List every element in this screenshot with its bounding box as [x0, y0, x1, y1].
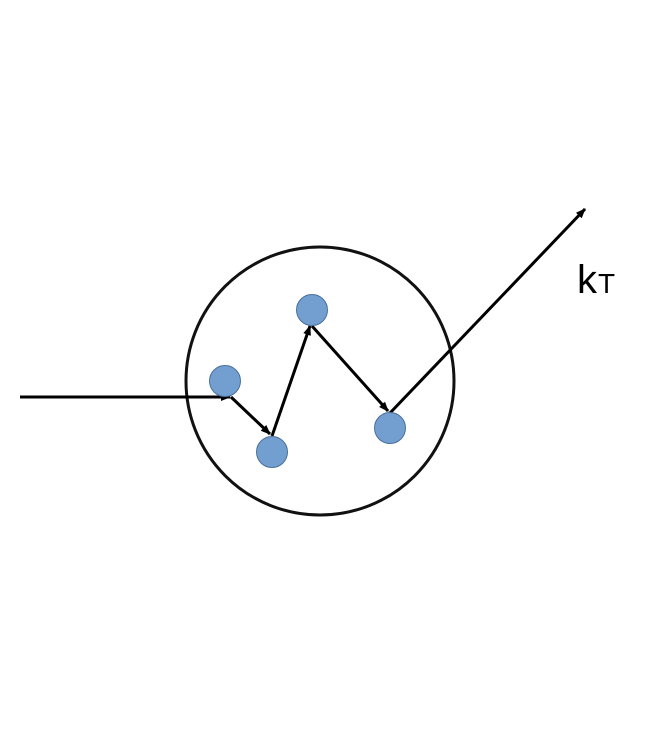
- output-label-main: k: [577, 258, 598, 302]
- particle: [256, 436, 288, 468]
- scatter-step-3-arrow: [310, 325, 390, 412]
- particle: [374, 412, 406, 444]
- transmitted-ray-arrow: [388, 207, 587, 415]
- particle: [209, 365, 241, 397]
- output-label-subscript: T: [598, 268, 615, 299]
- particle: [296, 294, 328, 326]
- scatter-step-1-arrow: [229, 395, 272, 436]
- output-label: kT: [577, 258, 615, 302]
- scatter-step-2-arrow: [270, 325, 312, 437]
- scattering-region-circle: [184, 245, 456, 517]
